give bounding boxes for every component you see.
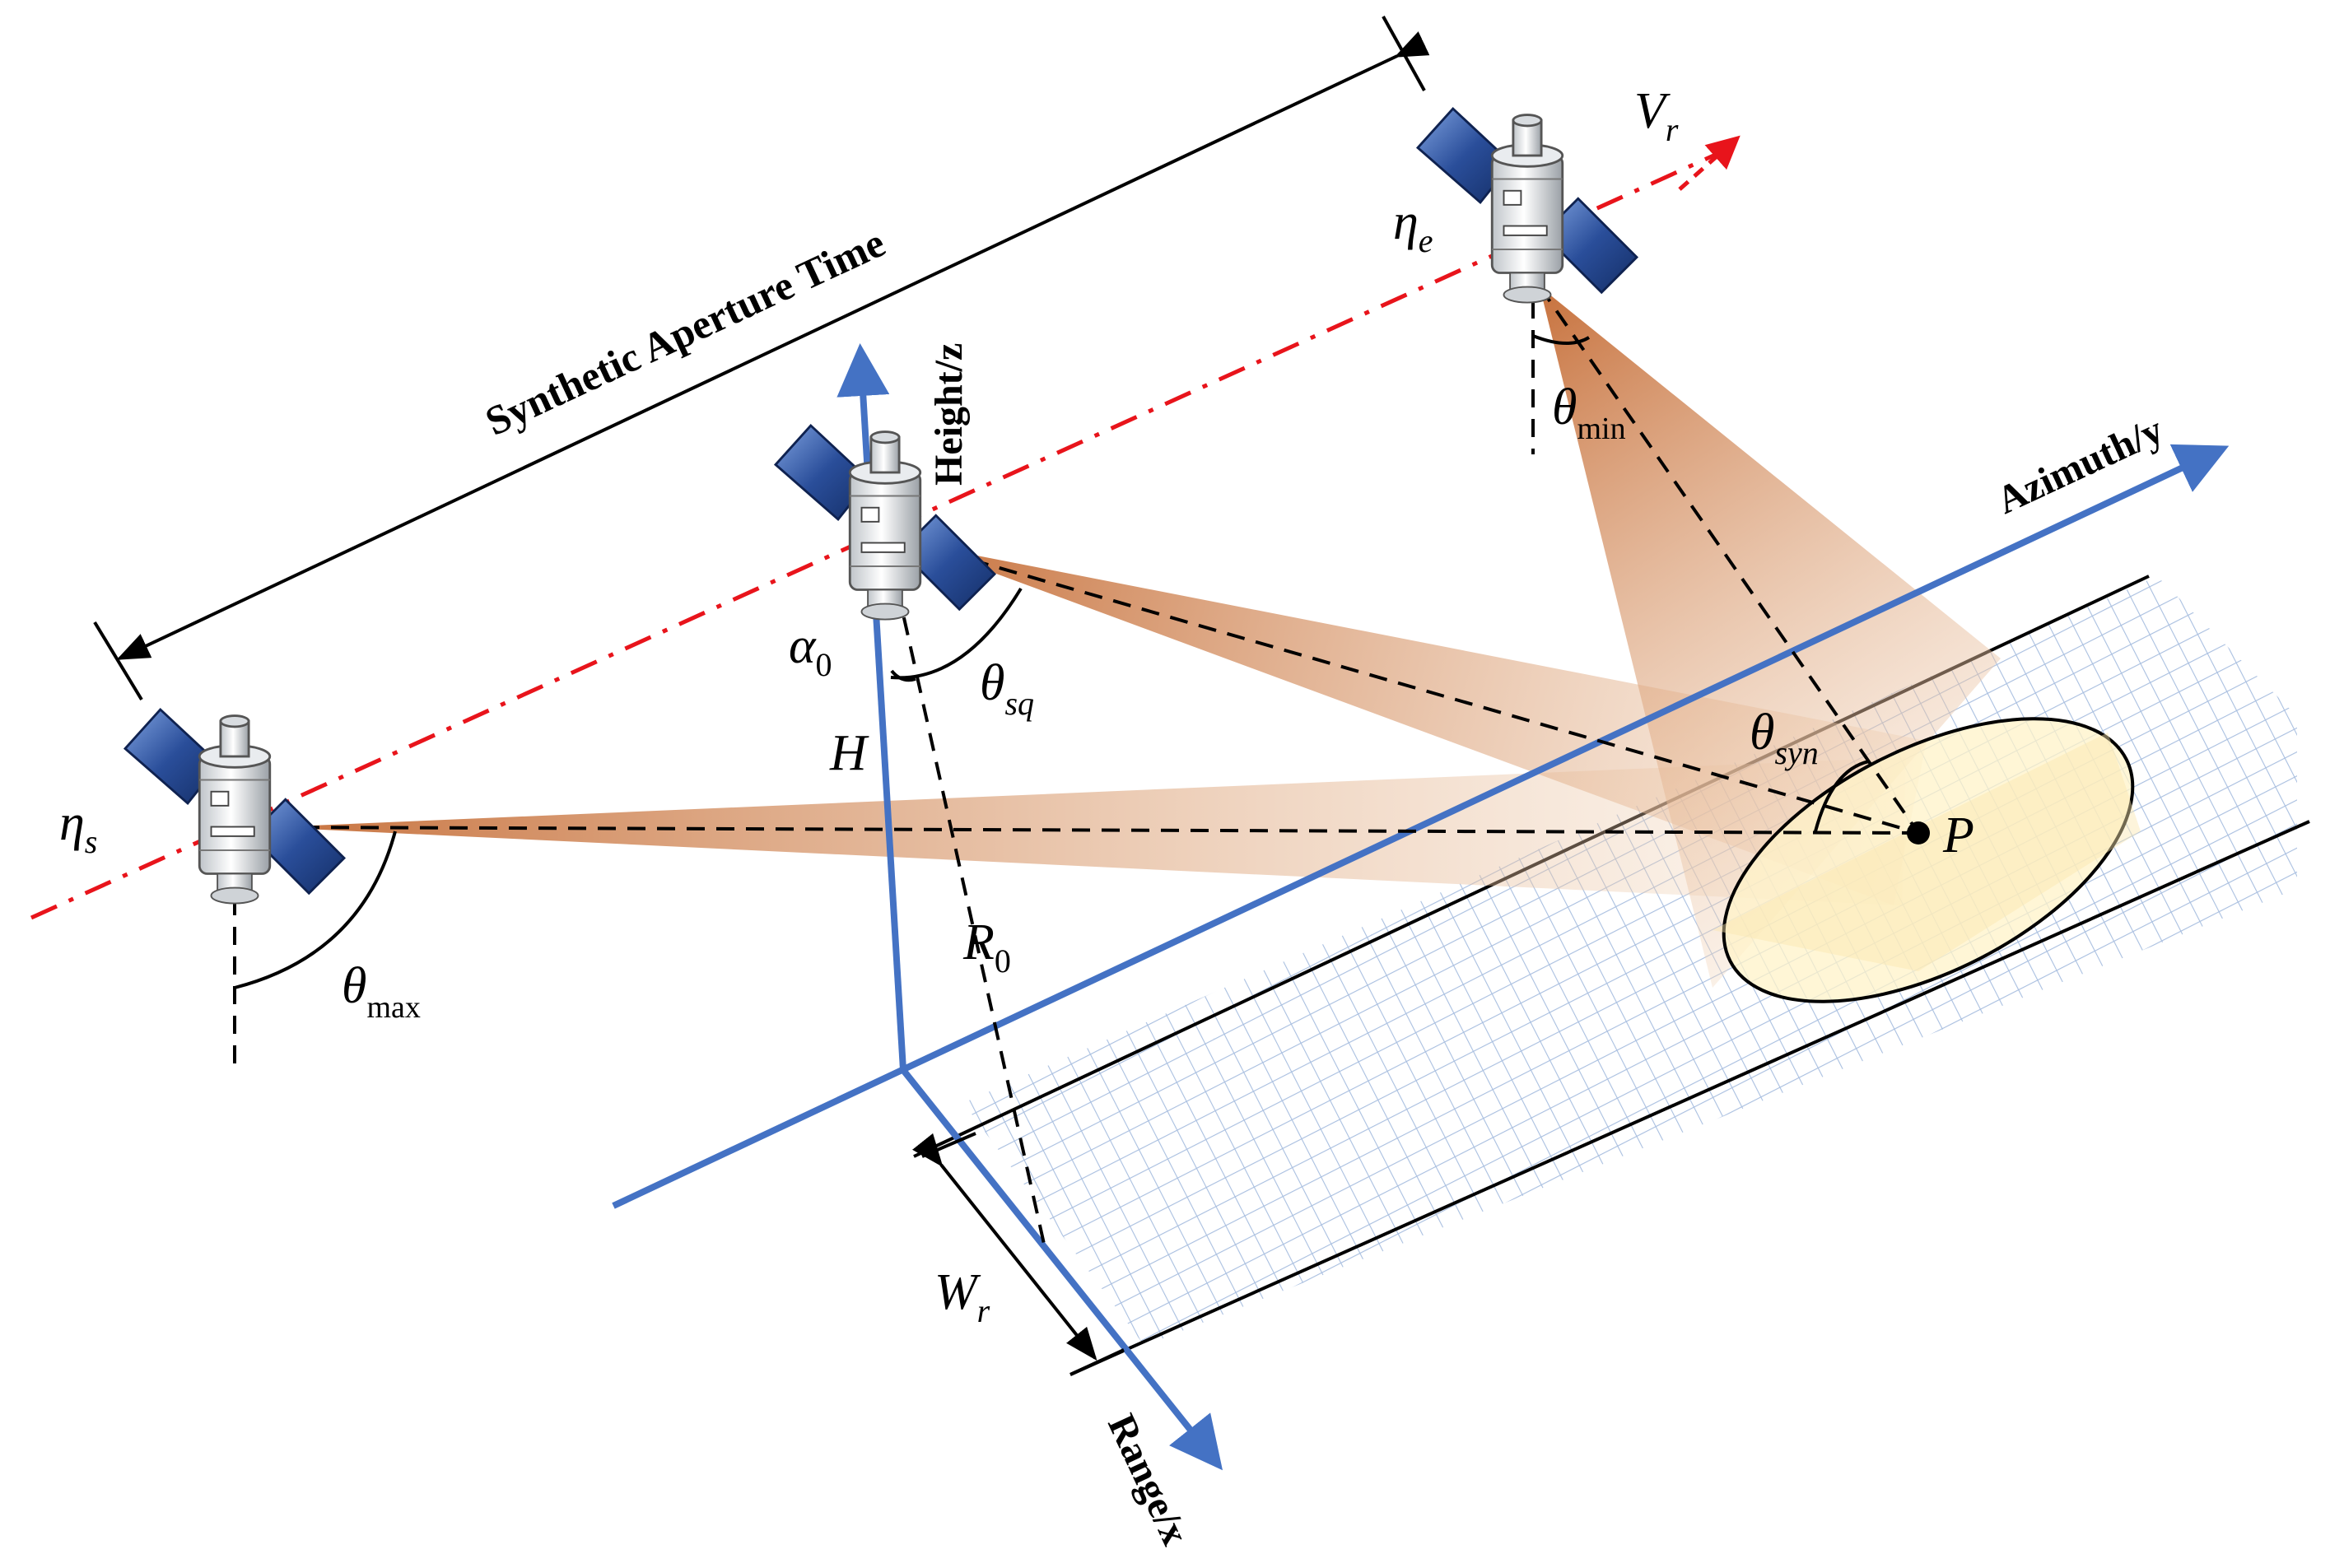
height-axis-label: Height/z: [927, 343, 971, 486]
flight-track: [30, 150, 1722, 920]
azimuth-axis: [612, 444, 2230, 1209]
satellite-start-icon: [123, 708, 346, 905]
footprint-highlight: [1713, 733, 2141, 971]
r0-label: R0: [962, 914, 1011, 979]
theta-sq-label: θsq: [980, 655, 1034, 722]
angle-arcs: [234, 334, 1870, 989]
eta-e-label: ηe: [1393, 194, 1433, 259]
synthetic-aperture-label: Synthetic Aperture Time: [478, 219, 892, 444]
vr-label: Vr: [1634, 83, 1679, 148]
synthetic-aperture-dimension: [93, 16, 1430, 701]
beam-footprint: [1722, 717, 2135, 1003]
velocity-arrow: [1678, 135, 1741, 191]
azimuth-axis-label: Azimuth/y: [1990, 408, 2169, 523]
p-label: P: [1942, 807, 1974, 863]
swath-width-indicator: [912, 1132, 1125, 1376]
theta-max-label: θmax: [342, 958, 421, 1025]
h-label: H: [829, 725, 869, 781]
alpha-0-label: α0: [789, 618, 832, 683]
wr-label: Wr: [934, 1264, 990, 1329]
range-axis-label: Range/x: [1099, 1407, 1197, 1552]
swath-far-edge: [1069, 820, 2310, 1376]
beam-end: [1540, 286, 2001, 988]
theta-syn-label: θsyn: [1750, 705, 1819, 771]
theta-min-label: θmin: [1552, 379, 1626, 446]
target-point: [1907, 821, 1930, 844]
eta-s-label: ηs: [59, 795, 97, 860]
